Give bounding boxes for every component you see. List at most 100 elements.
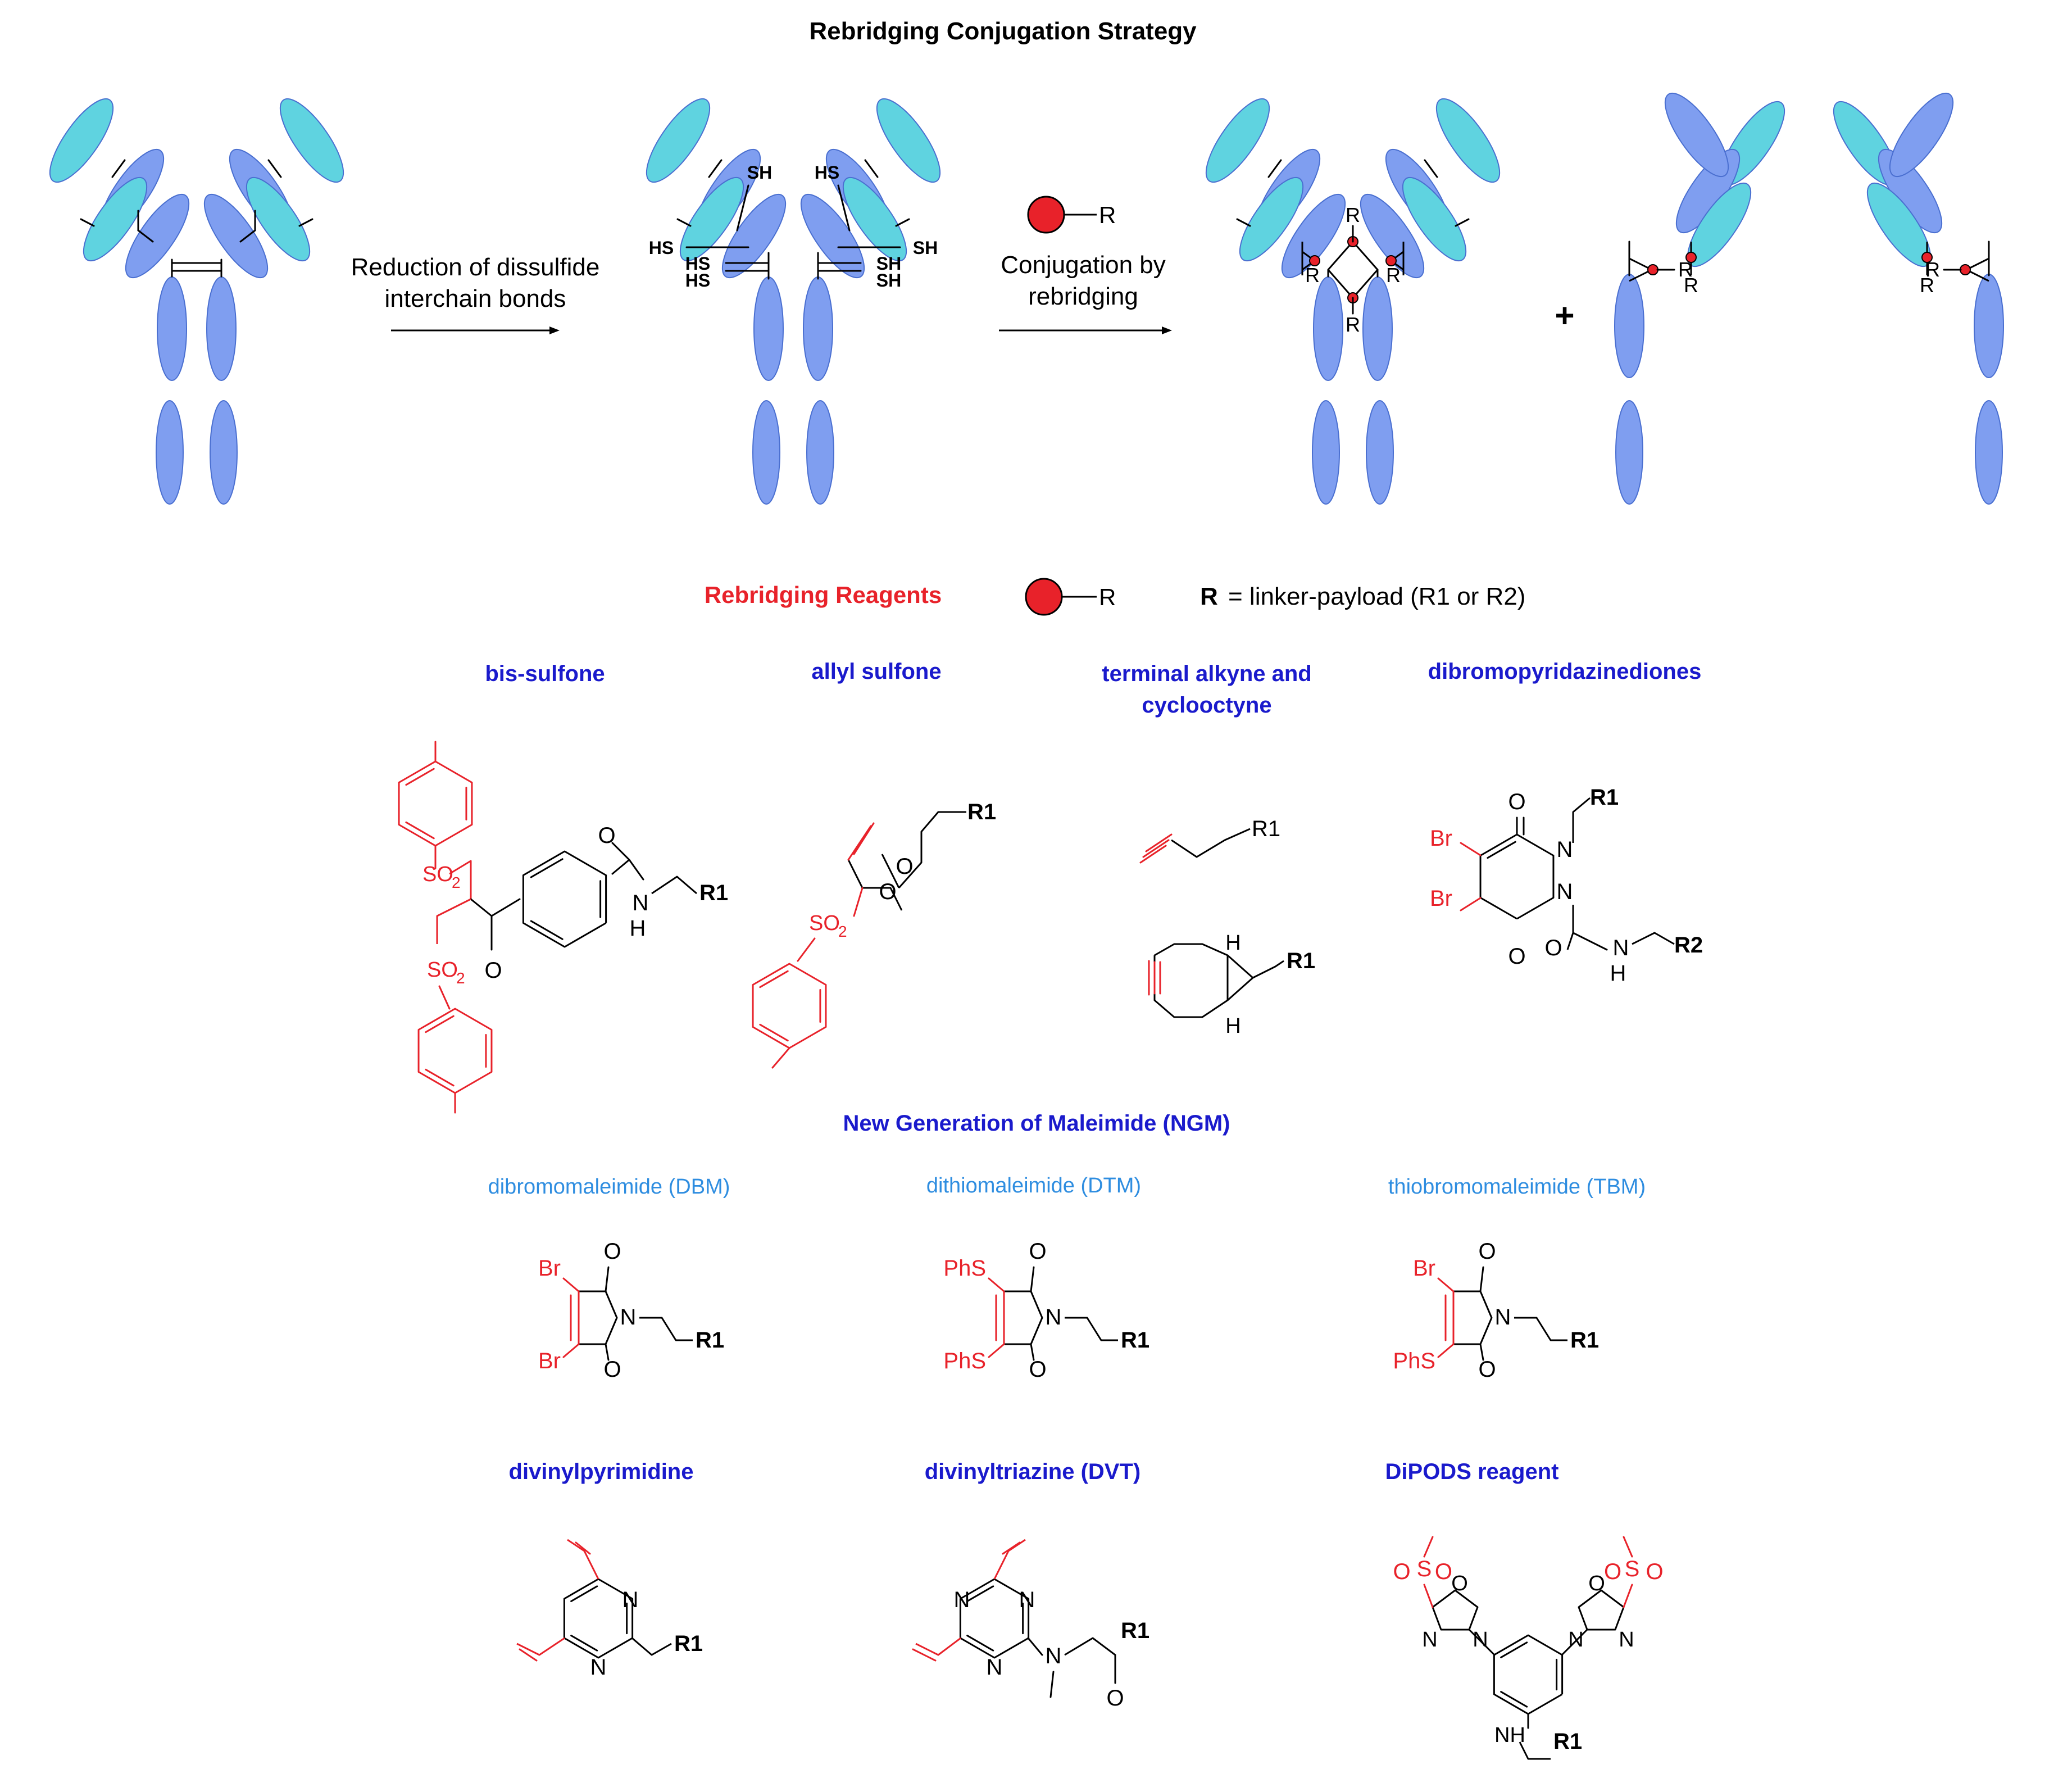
interchain-link: [137, 229, 154, 243]
ring-bonds: [417, 1008, 493, 1094]
oxygen-label: O: [1106, 1686, 1124, 1711]
bond-line: [490, 898, 521, 917]
nitrogen-label: N: [1422, 1628, 1437, 1652]
reagent-ball-icon: [1027, 196, 1065, 234]
divinylpyrimidine-label: divinylpyrimidine: [509, 1459, 694, 1484]
sulfonyl-subscript: 2: [838, 923, 847, 940]
rebridged-hinge: [1327, 241, 1379, 299]
legend-ball-r: R: [1099, 584, 1116, 610]
bond-line: [611, 842, 630, 861]
chain-link: [80, 218, 95, 227]
nitrogen-label: N: [1019, 1587, 1035, 1612]
payload-dot: [1960, 264, 1971, 275]
bond-chain: [1519, 1741, 1551, 1760]
bromine-label: Br: [1430, 826, 1452, 851]
diagram-title: Rebridging Conjugation Strategy: [809, 17, 1197, 45]
bond-line: [1027, 1637, 1043, 1656]
bond-line: [1139, 845, 1167, 864]
maleimide-ring: [1004, 1290, 1043, 1345]
bond-line: [1479, 1266, 1484, 1292]
half-antibody-2: RR: [1833, 92, 2004, 505]
bond-line: [988, 1277, 1005, 1292]
bond-line: [611, 859, 630, 875]
light-chain-domain: [279, 98, 344, 183]
bond-line: [605, 1343, 610, 1361]
bond-line: [1049, 1671, 1055, 1698]
bond-line: [1423, 1584, 1434, 1608]
bond-line: [1437, 1343, 1455, 1358]
conjugation-arrowhead: [1162, 326, 1172, 334]
thiol-label: HS: [815, 162, 839, 183]
heavy-chain-domain: [210, 400, 238, 505]
r1-label: R1: [674, 1631, 703, 1656]
bond-line: [1145, 833, 1173, 852]
ring-double-bond: [759, 1023, 789, 1042]
oxygen-label: O: [603, 1239, 621, 1264]
heavy-chain-domain: [752, 400, 780, 505]
r1-label: R1: [967, 800, 996, 824]
sulfonyl-subscript: 2: [456, 969, 465, 987]
bond-line: [1030, 1343, 1035, 1361]
ring-bonds: [563, 1578, 634, 1659]
nitrogen-label: N: [622, 1587, 639, 1612]
light-chain-domain: [1435, 98, 1501, 183]
r1-label: R1: [1553, 1729, 1582, 1754]
heavy-chain-domain: [1281, 193, 1346, 279]
r1-label: R1: [1590, 785, 1619, 810]
bond-chain: [651, 876, 697, 895]
oxygen-label: O: [1478, 1239, 1496, 1264]
legend-ball-icon: [1025, 578, 1063, 616]
bond-line: [853, 822, 875, 855]
bond-line: [575, 1541, 591, 1555]
ring-double-bond: [570, 1585, 598, 1602]
ring-double-bond: [530, 858, 564, 878]
ring-double-bond: [405, 821, 435, 840]
light-chain-domain: [49, 98, 114, 183]
nitrogen-label: N: [1557, 879, 1573, 904]
thiol-bond: [837, 184, 851, 232]
oxygen-label: O: [598, 823, 615, 848]
antibody-1: [49, 98, 344, 505]
nitrogen-label: N: [1046, 1644, 1062, 1668]
heavy-chain-domain: [1614, 274, 1644, 378]
bond-chain: [1252, 960, 1284, 979]
light-chain-domain: [679, 176, 744, 262]
bond-chain: [449, 860, 472, 899]
nitrogen-label: N: [1613, 936, 1629, 960]
heavy-chain-domain: [800, 193, 865, 279]
dibromopyridazinediones-label: dibromopyridazinediones: [1428, 659, 1702, 684]
rebridging-reagents-heading: Rebridging Reagents: [705, 582, 942, 608]
ring-bonds: [1493, 1634, 1564, 1715]
sulfonyl-label: SO: [809, 911, 840, 935]
bond-line: [470, 898, 493, 917]
substituent-label-2: PhS: [1393, 1349, 1435, 1373]
substituent-label-1: Br: [1413, 1256, 1435, 1281]
hydrogen-label: H: [1225, 1014, 1241, 1038]
nitrogen-label: N: [620, 1305, 637, 1330]
ring-double-bond: [425, 1068, 455, 1087]
bond-chain: [898, 811, 966, 888]
ngm-heading: New Generation of Maleimide (NGM): [843, 1111, 1230, 1136]
payload-r: R: [1386, 264, 1401, 287]
substituent-label-1: Br: [538, 1256, 561, 1281]
oxygen-label: O: [1508, 944, 1525, 969]
light-chain-domain: [1239, 176, 1304, 262]
bond-line: [912, 1648, 937, 1662]
payload-dot: [1647, 264, 1658, 275]
ring-double-bond: [1500, 1691, 1528, 1708]
r1-label: R1: [1121, 1618, 1149, 1643]
heavy-chain-domain: [206, 276, 237, 381]
ring-double-bond: [759, 970, 789, 988]
bond-line: [1561, 1629, 1588, 1656]
chain-link: [1424, 159, 1438, 178]
dtm-label: dithiomaleimide (DTM): [926, 1174, 1141, 1198]
payload-r: R: [1346, 203, 1360, 226]
tbm-label: thiobromomaleimide (TBM): [1388, 1175, 1646, 1199]
heavy-chain-domain: [156, 400, 184, 505]
bond-line: [562, 1343, 580, 1358]
bond-chain: [1514, 1317, 1567, 1341]
oxygen-label: O: [1451, 1572, 1468, 1595]
